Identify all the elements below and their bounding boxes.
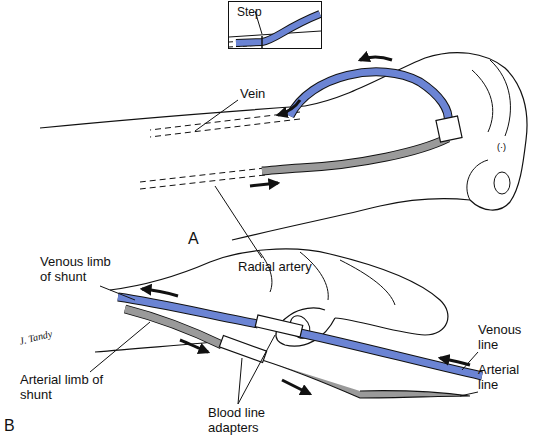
leader-line [100, 286, 135, 300]
finger-lines [258, 250, 395, 305]
arterial-line [262, 360, 470, 398]
tube-outline [300, 333, 482, 376]
flow-arrow [180, 340, 208, 352]
venous-tube [290, 72, 448, 122]
venous-line [300, 333, 482, 376]
artist-signature: J. Tandy [18, 317, 99, 348]
leader-line [460, 392, 478, 396]
part-label: Venous limb of shunt [40, 254, 120, 284]
leader-line [238, 358, 242, 404]
flow-arrow [360, 57, 392, 60]
leader-line [238, 335, 275, 404]
vein-dash [150, 112, 300, 130]
crease-mark: (·) [497, 142, 506, 152]
part-label: Blood line adapters [208, 405, 283, 435]
blood-line-adapter [219, 335, 266, 362]
connector [436, 116, 462, 142]
flow-arrow [282, 380, 310, 394]
flow-arrow [440, 358, 470, 365]
part-label: Arterial line [478, 362, 533, 392]
step-mark [261, 36, 263, 48]
arterial-limb [125, 309, 222, 345]
arterial-tube [262, 138, 448, 171]
vein-dash [150, 119, 300, 137]
artery-dash [140, 168, 265, 182]
tube-outline [290, 72, 448, 122]
leader-line [215, 186, 262, 258]
leader-line [90, 322, 150, 372]
blood-line-adapter [255, 315, 303, 337]
leader-line [462, 352, 478, 370]
part-label: Arterial limb of shunt [20, 372, 108, 402]
part-label: Venous line [478, 322, 528, 352]
flow-arrow [278, 100, 300, 115]
finger-lines [467, 60, 511, 200]
arm-outline [40, 106, 305, 128]
panel-letter: B [4, 417, 24, 435]
panel-letter: A [188, 230, 208, 248]
part-label: Radial artery [238, 259, 338, 274]
thumbnail [494, 172, 510, 194]
tube-outline [125, 309, 222, 345]
tube-outline [262, 138, 448, 171]
flow-arrow [142, 289, 178, 296]
arm-outline [232, 199, 470, 240]
part-label: Vein [240, 86, 300, 101]
inset-label: Step [237, 5, 262, 19]
leader-line [195, 100, 238, 131]
artery-dash [140, 175, 265, 189]
flow-arrow [250, 183, 278, 186]
inset-box: Step [228, 1, 322, 49]
